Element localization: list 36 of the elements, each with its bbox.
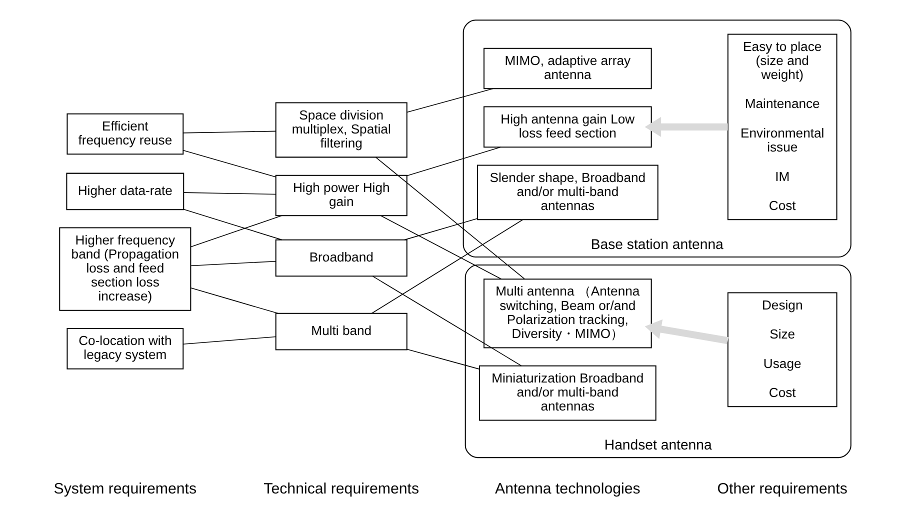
node-box: High antenna gain Low loss feed section bbox=[483, 106, 652, 148]
node-box: Slender shape, Broadband and/or multi-band antennas bbox=[476, 164, 658, 220]
node-box: Co-location with legacy system bbox=[66, 328, 184, 370]
node-box: Higher frequency band (Propagation loss and feed section loss increase) bbox=[58, 227, 191, 311]
connector bbox=[182, 150, 276, 178]
arrow bbox=[644, 116, 728, 137]
node-box: Efficient frequency reuse bbox=[66, 113, 184, 155]
connector bbox=[370, 219, 523, 314]
connector bbox=[182, 192, 276, 195]
connector bbox=[190, 215, 282, 248]
node-box: MIMO, adaptive array antenna bbox=[483, 48, 652, 90]
node-box: Multi antenna （Antenna switching, Beam or/and Polarization tracking, Diversity・MIMO） bbox=[483, 278, 652, 348]
connector bbox=[372, 276, 522, 366]
node-box: Space division multiplex, Spatial filtering bbox=[274, 102, 407, 158]
connector bbox=[406, 348, 480, 370]
connector bbox=[190, 260, 276, 266]
node-box: Broadband bbox=[274, 239, 407, 277]
connector bbox=[380, 215, 502, 280]
label: Other requirements bbox=[716, 480, 847, 498]
connector bbox=[406, 88, 493, 113]
node-box: Miniaturization Broadband and/or multi-band antennas bbox=[478, 365, 656, 421]
label: Antenna technologies bbox=[494, 480, 640, 498]
connector bbox=[182, 130, 276, 134]
connector bbox=[404, 218, 477, 240]
connector bbox=[406, 146, 500, 176]
connector bbox=[190, 288, 278, 314]
connector bbox=[182, 208, 282, 240]
label: Technical requirements bbox=[263, 480, 419, 498]
node-box: Multi band bbox=[274, 312, 407, 350]
connector bbox=[182, 336, 276, 345]
node-box: Higher data-rate bbox=[66, 172, 184, 210]
arrow bbox=[644, 319, 728, 344]
node-box: High power High gain bbox=[274, 174, 407, 216]
node-box: Design Size Usage Cost bbox=[726, 292, 837, 408]
node-box: Easy to place (size and weight) Maintenance Environmental issue IM Cost bbox=[726, 34, 837, 220]
label: System requirements bbox=[53, 480, 196, 498]
